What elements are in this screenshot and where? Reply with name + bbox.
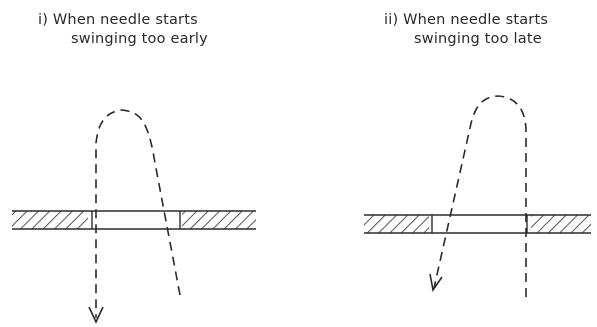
needle-path-late [433,95,527,297]
needle-plate-late-right-hatch [531,215,591,233]
panel-late-caption-line2: swinging too late [414,31,542,47]
needle-path-early [95,109,181,318]
panel-early [12,109,256,324]
needle-arrowhead-early [88,306,104,324]
needle-arrowhead-late [429,273,443,293]
panel-late [364,95,591,297]
panel-late-caption: ii) When needle starts swinging too late [384,11,548,49]
needle-plate-late [364,214,591,234]
panel-early-caption: i) When needle starts swinging too early [38,11,208,49]
panel-late-caption-line1: ii) When needle starts [384,12,549,28]
needle-plate-early [12,210,256,230]
panel-early-caption-line1: i) When needle starts [38,12,198,28]
panel-early-caption-line2: swinging too early [71,31,208,47]
needle-plate-late-left-hatch [364,215,429,233]
needle-plate-early-right-hatch [182,211,256,229]
needle-plate-early-left-hatch [12,211,88,229]
